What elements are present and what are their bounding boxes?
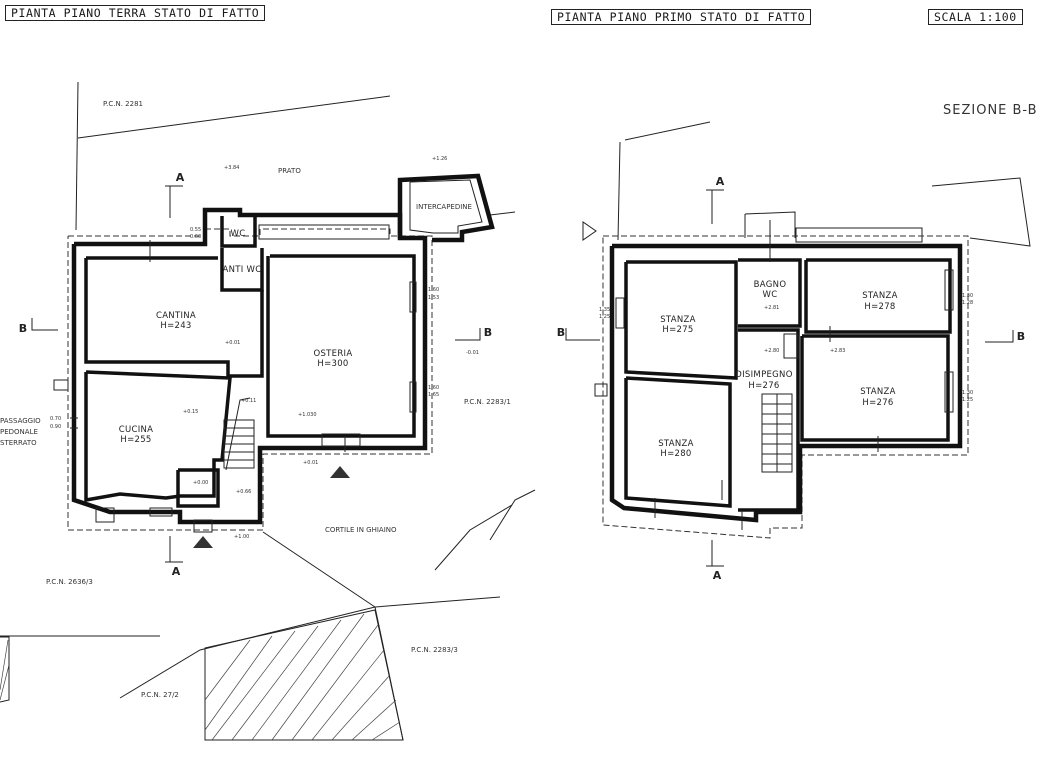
disimpegno-label: DISIMPEGNO [735,370,792,380]
scale-label: SCALA 1:100 [928,9,1023,25]
first-floor-plan [565,121,1031,567]
site-lines [0,81,536,741]
ground-floor-plan [31,173,495,563]
section-marker-b-right: B [484,326,492,339]
passaggio-line-3: STERRATO [0,439,37,447]
stanza-label: STANZA [862,291,898,301]
intercapedine-label: INTERCAPEDINE [416,203,472,211]
dim-mark: 0.55 [190,227,201,233]
level-mark: +3.84 [224,165,239,171]
stanza-label: STANZA [660,315,696,325]
level-mark: +2.81 [764,305,779,311]
parcel-2281: P.C.N. 2281 [103,100,143,108]
dim-mark: 0.60 [190,234,201,240]
stanza-height: H=276 [862,398,893,408]
section-marker-b-right: B [1017,330,1025,343]
section-marker-a-bottom: A [713,569,722,582]
osteria-height: H=300 [317,359,348,369]
parcel-2636-3: P.C.N. 2636/3 [46,578,93,586]
stanza-height: H=278 [864,302,895,312]
dim-mark: 0.90 [50,424,61,430]
parcel-2283-3: P.C.N. 2283/3 [411,646,458,654]
passaggio-line-2: PEDONALE [0,428,38,436]
passaggio-line-1: PASSAGGIO [0,417,41,425]
level-mark: +0.00 [193,480,208,486]
section-marker-a-top: A [176,171,185,184]
dim-mark: 1.65 [428,392,439,398]
level-mark: +1.00 [234,534,249,540]
parcel-2283-1: P.C.N. 2283/1 [464,398,511,406]
bagno-sub-label: WC [763,290,778,300]
level-mark: +0.01 [303,460,318,466]
dim-mark: 1.53 [428,295,439,301]
osteria-label: OSTERIA [314,349,353,359]
stanza-label: STANZA [658,439,694,449]
level-mark: +0.15 [183,409,198,415]
wc-label: WC [231,229,246,239]
level-mark: +1.030 [298,412,317,418]
section-marker-a-top: A [716,175,725,188]
cantina-height: H=243 [160,321,191,331]
level-mark: +0.01 [225,340,240,346]
section-marker-b-left: B [557,326,565,339]
first-floor-labels: BAGNO WC STANZA H=275 STANZA H=278 DISIM… [557,175,1025,582]
level-mark: +0.11 [241,398,256,404]
level-mark: +2.80 [764,348,779,354]
hatched-area [0,613,401,741]
dim-mark: 1.30 [962,293,973,299]
cortile-label: CORTILE IN GHIAINO [325,526,397,534]
level-mark: +2.83 [830,348,845,354]
section-label: SEZIONE B-B [943,103,1038,118]
disimpegno-height: H=276 [748,381,779,391]
stanza-height: H=280 [660,449,691,459]
cucina-label: CUCINA [119,425,154,435]
prato-label: PRATO [278,167,301,175]
stanza-label: STANZA [860,387,896,397]
dim-mark: 1.25 [962,397,973,403]
stanza-height: H=275 [662,325,693,335]
ground-floor-title: PIANTA PIANO TERRA STATO DI FATTO [5,5,266,21]
cucina-height: H=255 [120,435,151,445]
anti-wc-label: ANTI WC [222,265,261,275]
hatched-edge [0,636,10,703]
section-marker-a-bottom: A [172,565,181,578]
dim-mark: 1.25 [599,314,610,320]
dim-mark: 1.60 [428,287,439,293]
cantina-label: CANTINA [156,311,196,321]
level-mark: +0.66 [236,489,251,495]
first-floor-title: PIANTA PIANO PRIMO STATO DI FATTO [551,9,812,25]
level-mark: -0.01 [466,350,479,356]
dim-mark: 1.28 [962,300,973,306]
dim-mark: 1.35 [599,307,610,313]
level-mark: +1.26 [432,156,447,162]
bagno-label: BAGNO [754,280,787,290]
section-marker-b-left: B [19,322,27,335]
parcel-27-2: P.C.N. 27/2 [141,691,179,699]
dim-mark: 0.70 [50,416,61,422]
dim-mark: 1.30 [962,390,973,396]
dim-mark: 1.60 [428,385,439,391]
ground-floor-labels: P.C.N. 2281 PRATO INTERCAPEDINE WC ANTI … [0,100,511,699]
